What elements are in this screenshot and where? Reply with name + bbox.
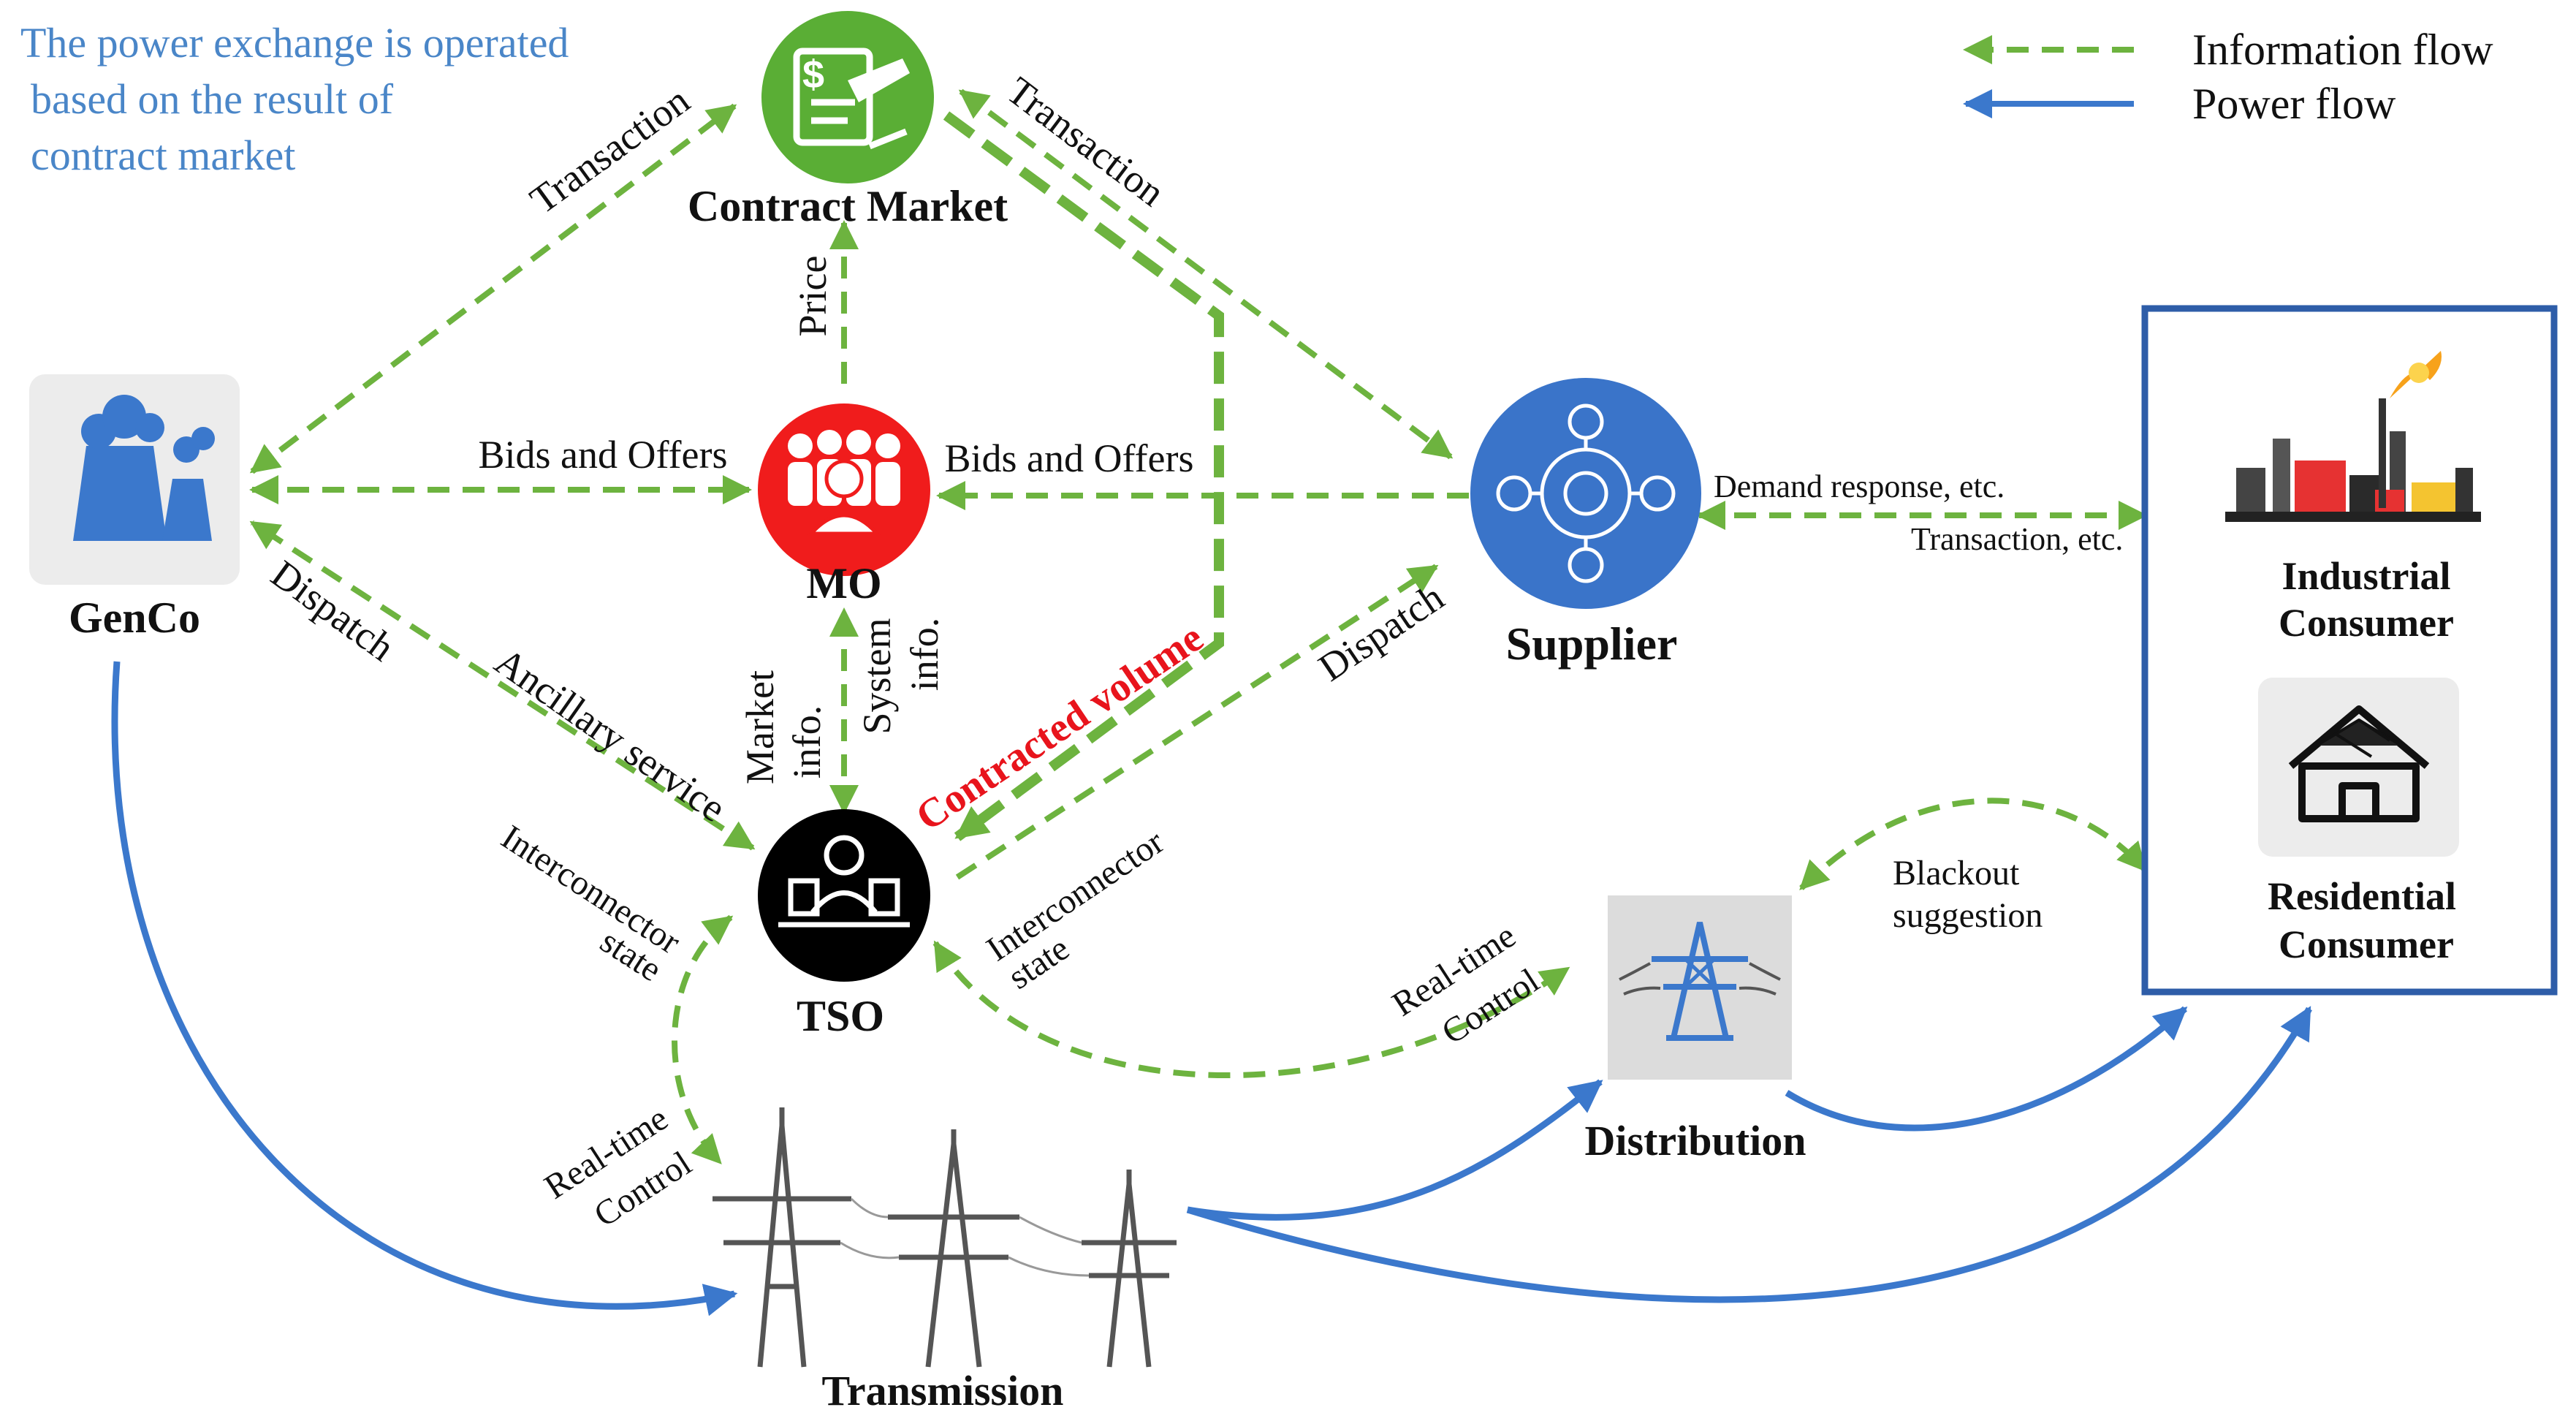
transmission-node[interactable]: Transmission: [713, 1107, 1177, 1414]
tso-node[interactable]: TSO: [758, 809, 930, 1040]
contract-market-node[interactable]: $ Contract Market: [688, 11, 1008, 230]
label-contracted-volume: Contracted volume: [908, 615, 1211, 840]
edge-distribution-consumer: [1785, 1006, 2188, 1132]
genco-label: GenCo: [69, 594, 200, 642]
residential-label-line-1: Residential: [2268, 874, 2456, 918]
label-demand-response: Demand response, etc.: [1714, 469, 2005, 504]
pylon-icon: [1619, 922, 1781, 1041]
edge-tso-genco: [249, 520, 756, 851]
supplier-node[interactable]: Supplier: [1470, 378, 1701, 670]
group-people-icon: [788, 430, 900, 536]
note-line-3: contract market: [31, 132, 295, 179]
power-plant-icon: [73, 395, 215, 541]
tso-label: TSO: [797, 992, 884, 1040]
legend-information-flow-label: Information flow: [2192, 26, 2493, 74]
label-system-info-2: info.: [903, 618, 946, 691]
edge-genco-transmission: [111, 661, 738, 1316]
consumers-group[interactable]: Industrial Consumer Residential Consumer: [2141, 305, 2558, 996]
industrial-label-line-1: Industrial: [2281, 554, 2450, 598]
note-line-1: The power exchange is operated: [20, 19, 569, 67]
label-interconnector-left-1: Interconnector: [495, 818, 688, 962]
edge-distribution-residential: [1799, 797, 2147, 890]
transmission-label: Transmission: [822, 1367, 1064, 1414]
label-dispatch-left: Dispatch: [263, 552, 403, 670]
network-icon: [1496, 403, 1676, 583]
label-transaction-etc: Transaction, etc.: [1911, 521, 2123, 557]
label-price: Price: [791, 256, 835, 337]
distribution-node[interactable]: Distribution: [1585, 895, 1806, 1164]
edge-tso-distribution: [932, 940, 1570, 1078]
factory-icon: [2225, 351, 2481, 522]
edge-transmission-distribution: [1187, 1079, 1603, 1221]
residential-label-line-2: Consumer: [2279, 922, 2454, 966]
distribution-label: Distribution: [1585, 1117, 1806, 1164]
label-system-info-1: System: [855, 618, 899, 734]
note-line-2: based on the result of: [31, 75, 394, 123]
legend-power-flow-label: Power flow: [2192, 80, 2396, 128]
label-ancillary-service: Ancillary service: [487, 639, 734, 830]
industrial-label-line-2: Consumer: [2279, 601, 2454, 645]
genco-node[interactable]: GenCo: [29, 374, 240, 642]
mo-label: MO: [806, 559, 881, 607]
label-market-info-1: Market: [738, 670, 782, 784]
edge-tso-supplier: [955, 564, 1439, 880]
edge-contracted-volume: [943, 111, 1224, 841]
svg-text:$: $: [802, 53, 824, 96]
edge-transmission-consumer: [1186, 1006, 2312, 1303]
supplier-label: Supplier: [1506, 618, 1678, 670]
label-interconnector-right-1: Interconnector: [980, 822, 1171, 969]
label-bids-offers-right: Bids and Offers: [945, 436, 1194, 480]
edge-contract-supplier: [958, 88, 1454, 460]
label-blackout-2: suggestion: [1893, 896, 2043, 935]
transmission-towers-icon: [713, 1107, 1177, 1368]
industrial-consumer-node[interactable]: Industrial Consumer: [2225, 351, 2481, 645]
contract-market-label: Contract Market: [688, 182, 1008, 230]
solar-house-icon: [2288, 705, 2430, 822]
label-transaction-left: Transaction: [522, 78, 697, 222]
edge-genco-contract: [249, 103, 737, 474]
label-bids-offers-left: Bids and Offers: [479, 433, 728, 477]
label-market-info-2: info.: [785, 705, 829, 779]
residential-consumer-node[interactable]: Residential Consumer: [2258, 678, 2459, 966]
contract-icon: $: [793, 48, 910, 150]
label-blackout-1: Blackout: [1893, 854, 2020, 893]
edge-tso-transmission: [672, 914, 734, 1164]
legend: Information flow Power flow: [1963, 26, 2493, 128]
label-dispatch-right: Dispatch: [1311, 575, 1452, 690]
operator-desk-icon: [778, 835, 910, 928]
mo-node[interactable]: MO: [758, 403, 930, 607]
